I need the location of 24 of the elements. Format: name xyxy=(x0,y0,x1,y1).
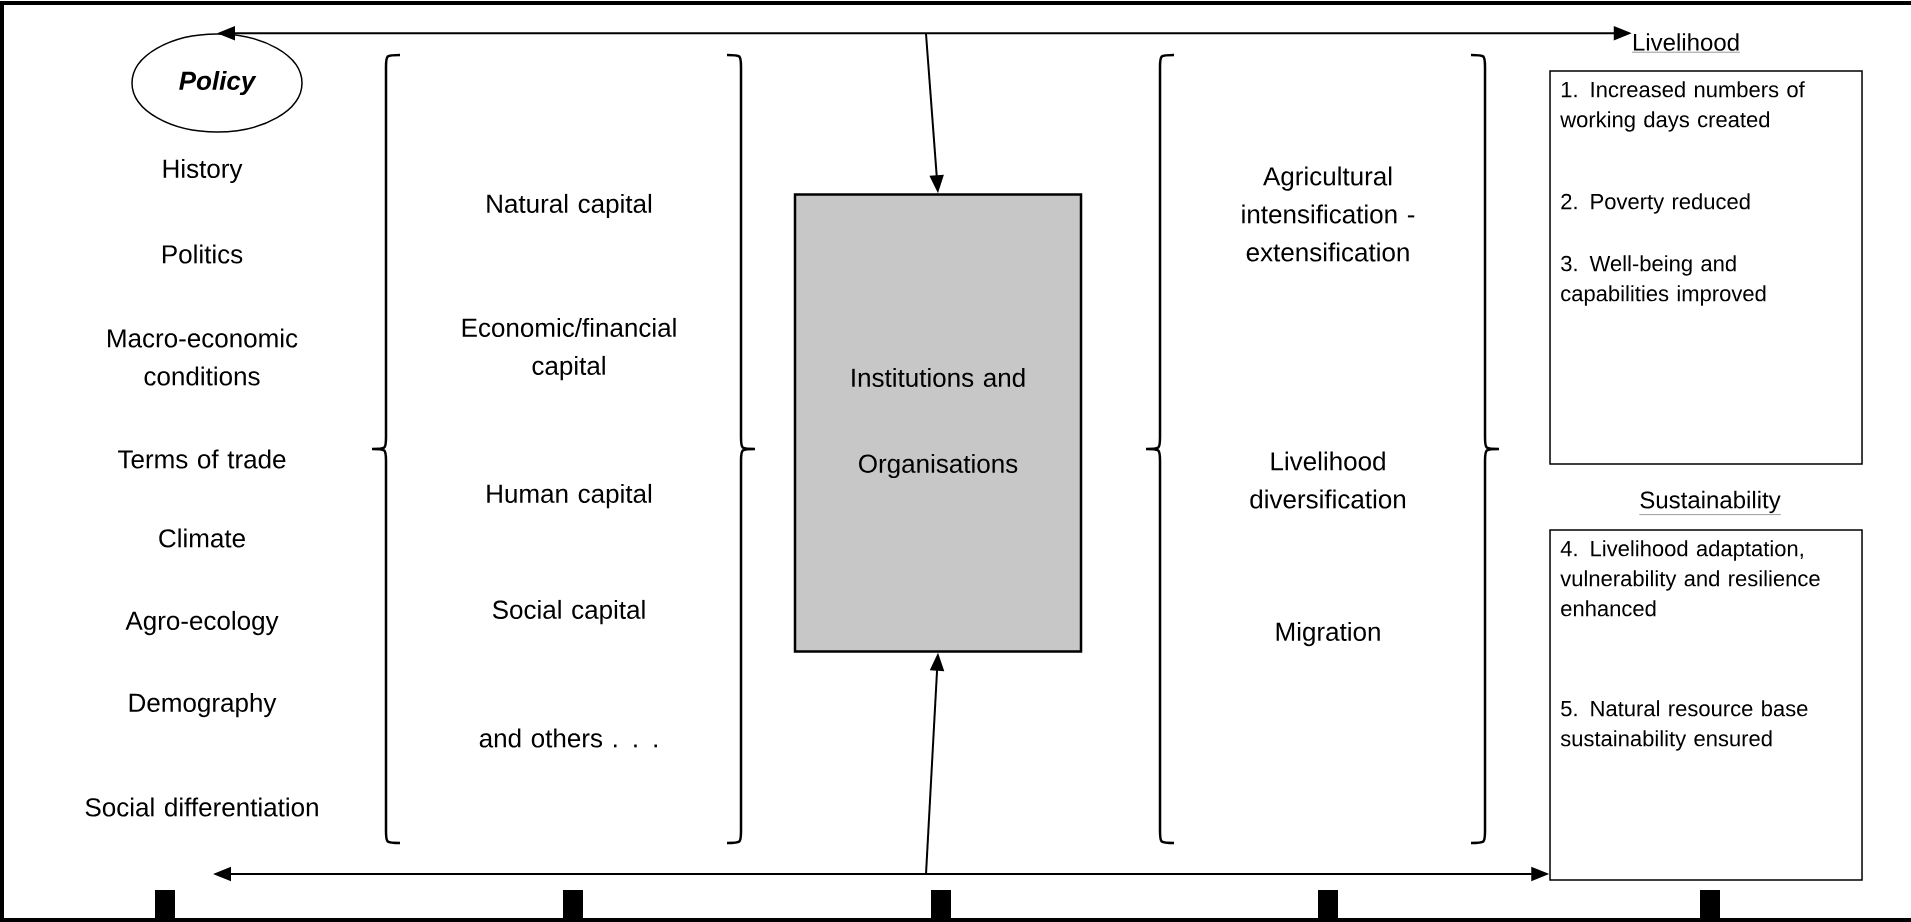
factor-label: Natural capital xyxy=(487,193,652,219)
outcome-text: 5. Natural resource base sustainability ensured xyxy=(1560,700,1808,751)
heading: Sustainability xyxy=(1639,490,1781,515)
outcome-text: 2. Poverty reduced xyxy=(1561,193,1750,214)
factor-label: Macro-economic conditions xyxy=(108,328,298,386)
factor-label: Human capital xyxy=(487,483,652,509)
factor-label: Climate xyxy=(159,528,245,548)
factor-label: Politics xyxy=(162,244,243,264)
outcome-text: 3. Well-being and capabilities improved xyxy=(1561,255,1766,306)
factor-label: History xyxy=(163,158,243,184)
factor-label: Economic/financial capital xyxy=(462,317,676,381)
factor-label: Agricultural intensification - extensification xyxy=(1242,166,1415,262)
factor-label: Social differentiation xyxy=(85,797,318,817)
heading: Livelihood xyxy=(1631,33,1741,53)
factor-label: Terms of trade xyxy=(118,449,286,469)
factor-label: Livelihood diversification xyxy=(1250,451,1406,509)
factor-label: Social capital xyxy=(492,599,645,625)
factor-label: Agro-ecology xyxy=(125,610,279,636)
outcome-text: 1. Increased numbers of working days created xyxy=(1560,81,1805,132)
outcome-text: 4. Livelihood adaptation, vulnerability and resilience enhanced xyxy=(1560,540,1820,617)
factor-label: Migration xyxy=(1276,621,1380,647)
factor-label: and others . . . xyxy=(479,728,657,748)
factor-label: Demography xyxy=(129,692,277,718)
institution-box: Institutions and Organisations xyxy=(793,193,1083,653)
